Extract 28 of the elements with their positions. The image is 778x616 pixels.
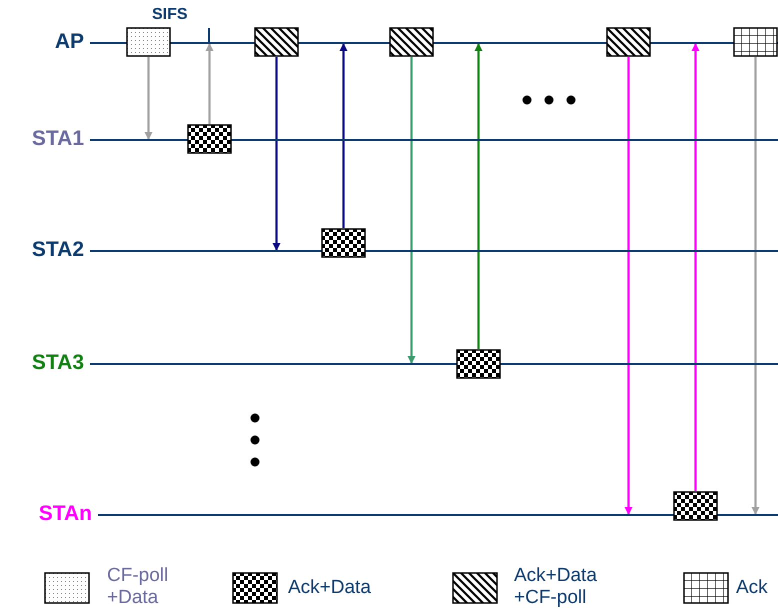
frame-box — [606, 27, 651, 57]
frame-box — [254, 27, 299, 57]
frame-box — [187, 124, 232, 154]
station-label: STA3 — [32, 351, 84, 375]
arrow — [144, 57, 152, 140]
arrow — [752, 57, 760, 515]
station-label: STAn — [38, 502, 92, 526]
arrow — [692, 43, 700, 491]
arrow — [272, 57, 280, 251]
frame-box — [389, 27, 434, 57]
arrow — [474, 43, 482, 349]
arrow — [408, 57, 416, 364]
legend-label: Ack+Data +CF-poll — [514, 565, 598, 609]
legend-label: Ack+Data — [288, 577, 372, 599]
arrow — [624, 57, 632, 515]
station-label: AP — [54, 30, 84, 54]
interval-label: SIFS — [152, 6, 188, 24]
frame-box — [126, 27, 171, 57]
frame-box — [321, 228, 366, 258]
frame-box — [733, 27, 778, 57]
legend-label: CF-poll +Data — [107, 565, 170, 609]
station-label: STA1 — [32, 127, 84, 151]
frame-box — [456, 349, 501, 379]
arrow — [340, 43, 348, 228]
arrow — [206, 43, 214, 124]
legend-label: Ack — [736, 577, 769, 599]
frame-box — [673, 491, 718, 521]
station-label: STA2 — [32, 238, 84, 262]
